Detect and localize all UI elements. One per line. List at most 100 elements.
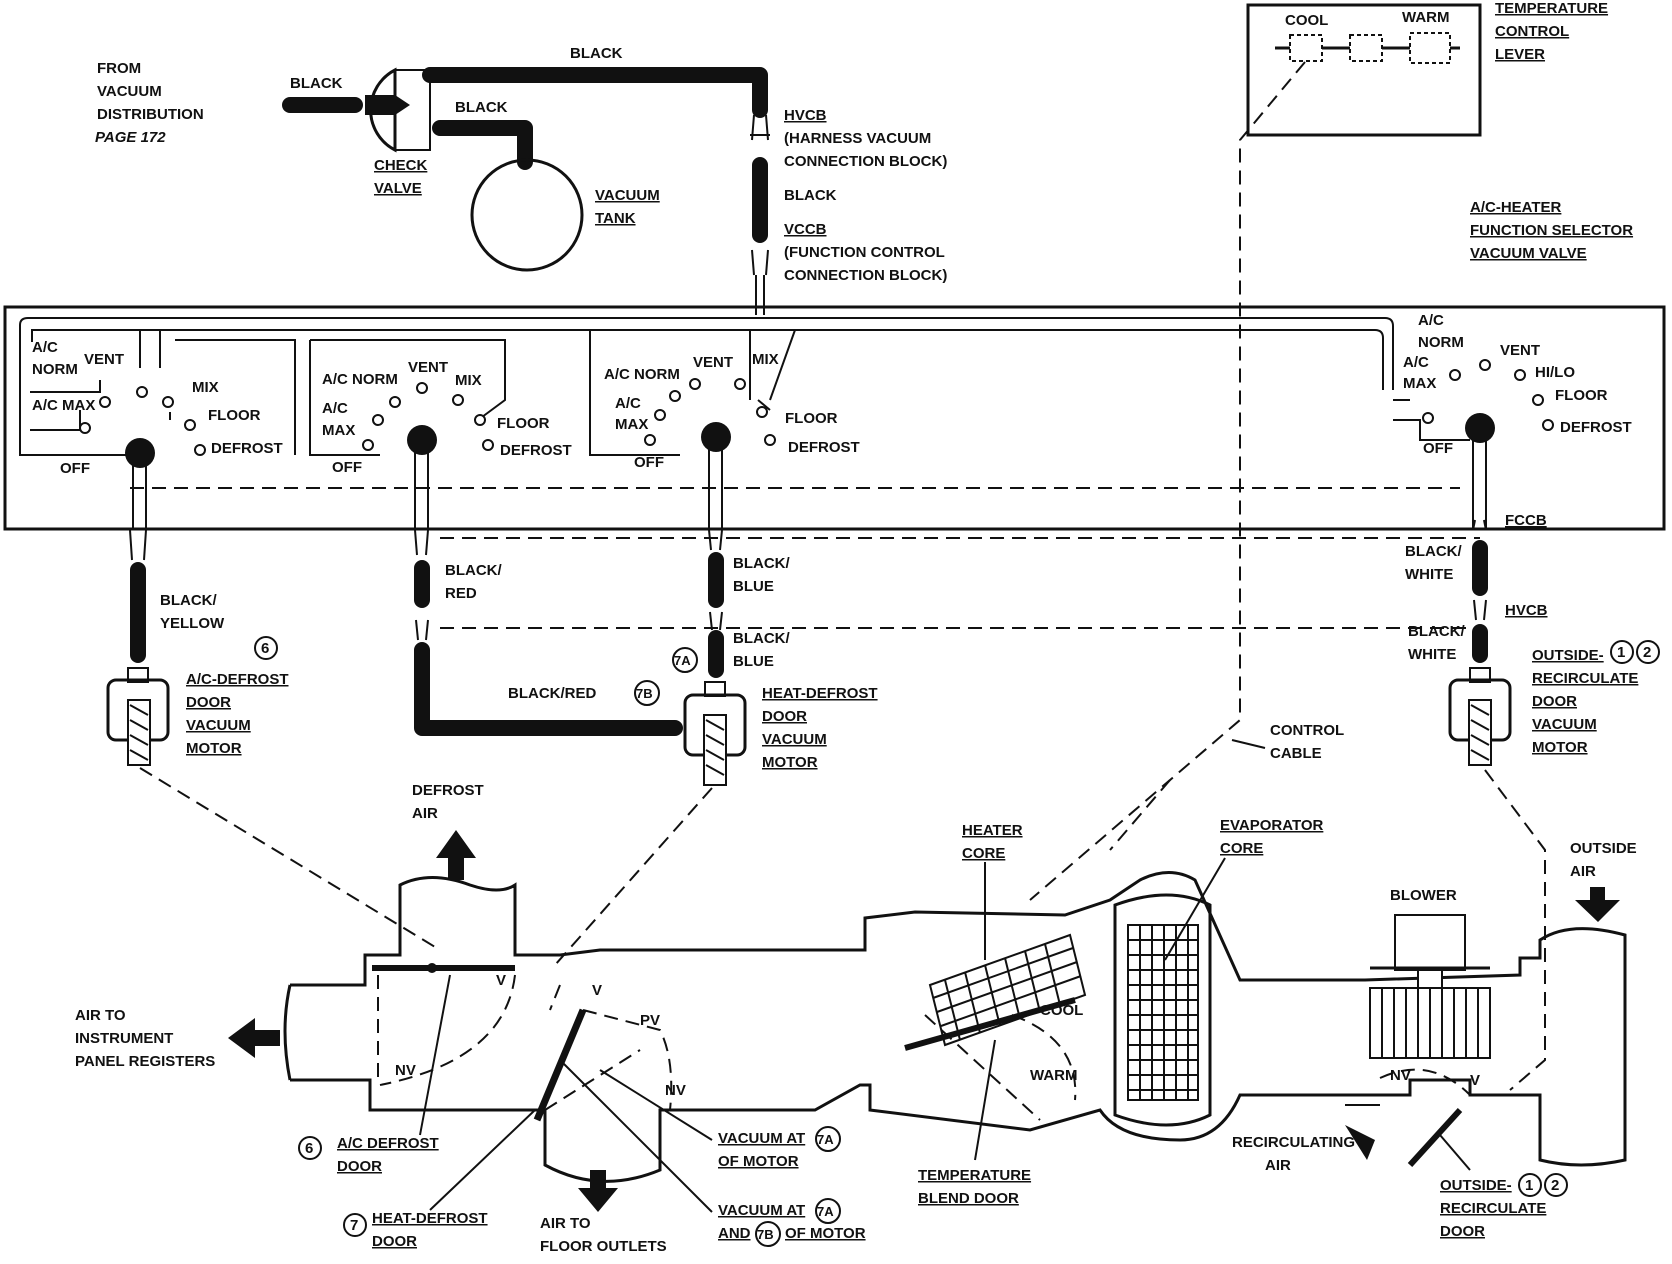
svg-text:FLOOR: FLOOR (785, 410, 838, 427)
control-cable-line (1029, 61, 1306, 901)
svg-text:VENT: VENT (408, 359, 448, 376)
svg-text:FLOOR: FLOOR (208, 407, 261, 424)
svg-text:BLACK/: BLACK/ (1405, 543, 1462, 560)
svg-text:A/C: A/C (1418, 312, 1444, 329)
svg-text:A/C NORM: A/C NORM (604, 366, 680, 383)
hvcb-connector (750, 114, 770, 141)
svg-text:VACUUM: VACUUM (762, 731, 827, 748)
callout-6-motor-text: 6 (261, 640, 269, 657)
temperature-control-lever[interactable] (1275, 32, 1460, 64)
svg-text:OFF: OFF (60, 460, 90, 477)
svg-text:FUNCTION SELECTOR: FUNCTION SELECTOR (1470, 222, 1633, 239)
svg-text:MAX: MAX (322, 422, 355, 439)
fccb-label: FCCB (1505, 512, 1547, 529)
svg-text:BLACK/: BLACK/ (160, 592, 217, 609)
svg-text:MIX: MIX (752, 351, 779, 368)
recirc-air-label: RECIRCULATING AIR (1232, 1134, 1355, 1174)
callout-6-door (298, 1136, 322, 1160)
svg-text:PAGE 172: PAGE 172 (95, 129, 166, 146)
svg-text:HEAT-DEFROST: HEAT-DEFROST (762, 685, 878, 702)
control-cable-pointer (1231, 739, 1266, 749)
black-blue-label-lower: BLACK/ BLUE (733, 630, 790, 670)
black-red-label: BLACK/ RED (445, 562, 502, 602)
panel-outlet-pipe (283, 984, 292, 1081)
heater-core (928, 933, 1087, 1047)
svg-text:HVCB: HVCB (784, 107, 827, 124)
svg-text:OUTSIDE-: OUTSIDE- (1440, 1177, 1512, 1194)
callout-1-motor (1610, 640, 1634, 664)
svg-text:MAX: MAX (1403, 375, 1436, 392)
black-hose-to-hvcb (422, 67, 768, 118)
ac-defrost-door-label: A/C DEFROST DOOR (337, 1135, 439, 1175)
svg-text:FLOOR: FLOOR (497, 415, 550, 432)
svg-text:CORE: CORE (962, 845, 1005, 862)
svg-text:VACUUM VALVE: VACUUM VALVE (1470, 245, 1587, 262)
svg-text:CONTROL: CONTROL (1495, 23, 1569, 40)
svg-text:CABLE: CABLE (1270, 745, 1322, 762)
svg-text:AIR TO: AIR TO (540, 1215, 591, 1232)
svg-text:7A: 7A (817, 1204, 834, 1219)
heat-defrost-motor-label: HEAT-DEFROST DOOR VACUUM MOTOR (762, 685, 878, 771)
svg-text:NORM: NORM (32, 361, 78, 378)
selector-manifold (19, 317, 1394, 456)
svg-text:DOOR: DOOR (186, 694, 231, 711)
svg-text:A/C: A/C (1403, 354, 1429, 371)
black-blue-label: BLACK/ BLUE (733, 555, 790, 595)
outside-recirc-linkage (1484, 769, 1546, 1091)
svg-text:MAX: MAX (615, 416, 648, 433)
panel-air-arrow (228, 1018, 280, 1058)
callout-7b-hose (634, 680, 660, 706)
svg-text:EVAPORATOR: EVAPORATOR (1220, 817, 1324, 834)
outside-air-arrow (1575, 887, 1620, 922)
heat-defrost-door-v: V (592, 982, 602, 999)
svg-text:A/C MAX: A/C MAX (32, 397, 95, 414)
black-yellow-label: BLACK/ YELLOW (160, 592, 225, 632)
svg-text:OFF: OFF (1423, 440, 1453, 457)
svg-text:OFF: OFF (634, 454, 664, 471)
svg-text:OF MOTOR: OF MOTOR (785, 1225, 866, 1242)
ac-defrost-door-v: V (496, 972, 506, 989)
selector-section-3: A/C NORM VENT MIX A/C MAX FLOOR DEFROST … (589, 329, 860, 530)
floor-air-arrow (578, 1170, 618, 1212)
evaporator-core-label: EVAPORATOR CORE (1220, 817, 1324, 857)
svg-text:VACUUM: VACUUM (186, 717, 251, 734)
heat-defrost-door-pv: PV (640, 1012, 660, 1029)
svg-text:DOOR: DOOR (1532, 693, 1577, 710)
outside-recirc-vacuum-motor (1448, 667, 1512, 766)
recirc-door-nv: NV (1390, 1067, 1411, 1084)
svg-text:A/C NORM: A/C NORM (322, 371, 398, 388)
svg-text:RECIRCULATING: RECIRCULATING (1232, 1134, 1355, 1151)
heater-core-label: HEATER CORE (962, 822, 1023, 862)
svg-text:A/C: A/C (615, 395, 641, 412)
svg-text:BLEND DOOR: BLEND DOOR (918, 1190, 1019, 1207)
black-hose-label-top: BLACK (570, 45, 623, 62)
svg-text:(HARNESS VACUUM: (HARNESS VACUUM (784, 130, 931, 147)
heat-defrost-door-label: HEAT-DEFROST DOOR (372, 1210, 488, 1250)
svg-text:YELLOW: YELLOW (160, 615, 225, 632)
callout-7b-hose-text: 7B (636, 686, 653, 701)
svg-text:CONTROL: CONTROL (1270, 722, 1344, 739)
outside-recirc-motor-label: OUTSIDE- RECIRCULATE DOOR VACUUM MOTOR (1532, 647, 1638, 756)
ac-defrost-door-pointer (419, 974, 451, 1136)
vacuum-note-7a-7b: VACUUM AT 7A AND 7B OF MOTOR (718, 1198, 866, 1247)
heat-defrost-door-pointer (429, 1109, 536, 1211)
heat-defrost-linkage (554, 787, 713, 966)
callout-2-door-text: 2 (1551, 1177, 1559, 1194)
motor1-connector (129, 529, 147, 561)
selector-manifold-inner (31, 329, 1384, 390)
check-valve (365, 67, 431, 153)
svg-text:TANK: TANK (595, 210, 636, 227)
svg-text:FROM: FROM (97, 60, 141, 77)
temperature-lever-panel (1246, 3, 1482, 137)
callout-2-motor-text: 2 (1643, 644, 1651, 661)
callout-6-door-text: 6 (305, 1140, 313, 1157)
check-valve-label: CHECK VALVE (374, 157, 428, 197)
vccb-connector (751, 249, 769, 315)
svg-text:VENT: VENT (84, 351, 124, 368)
function-selector-valve (3, 305, 1666, 531)
lever-warm-label: WARM (1402, 9, 1450, 26)
panel-air-label: AIR TO INSTRUMENT PANEL REGISTERS (75, 1007, 215, 1070)
temperature-blend-door (904, 997, 1077, 1121)
hvcb-label: HVCB (HARNESS VACUUM CONNECTION BLOCK) (784, 107, 947, 170)
